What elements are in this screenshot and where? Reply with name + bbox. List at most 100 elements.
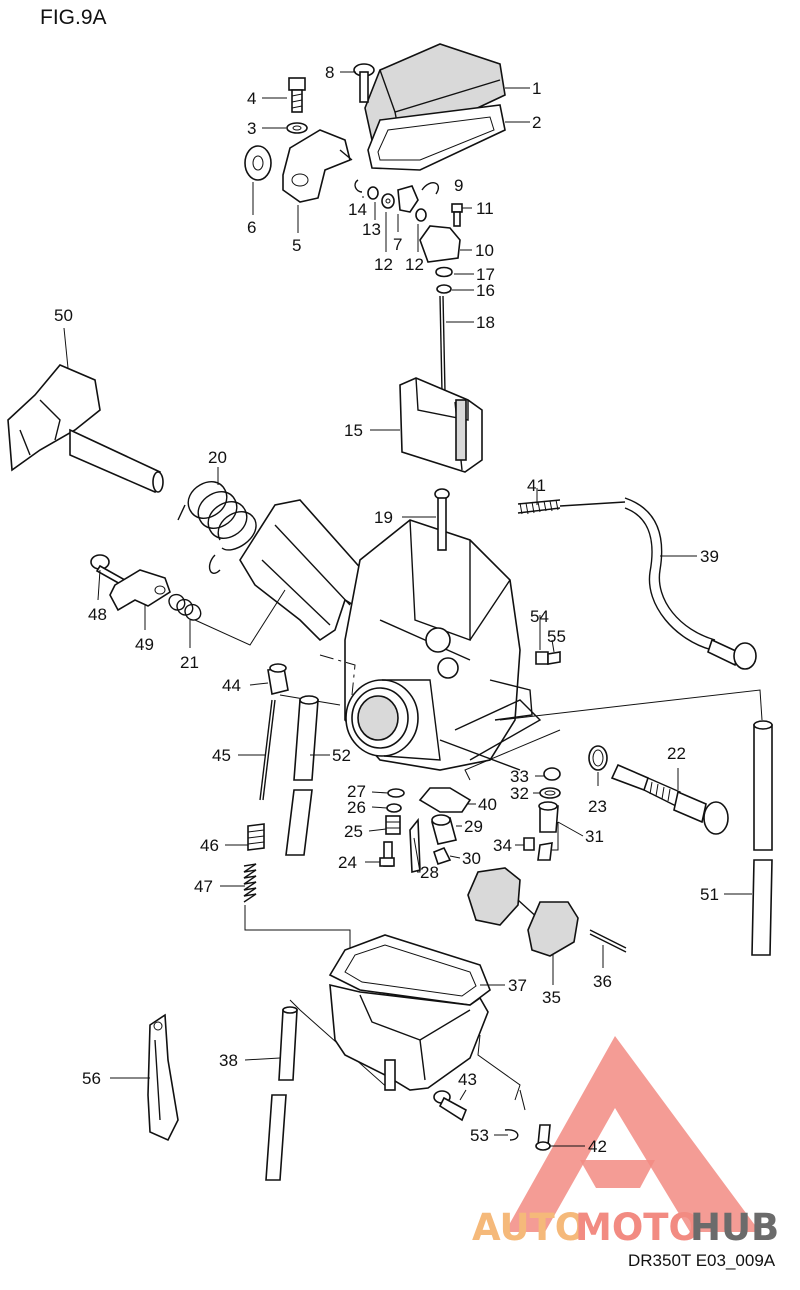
callout-26: 26 xyxy=(347,798,366,817)
lever-49 xyxy=(109,569,171,612)
needle-45 xyxy=(259,699,276,801)
callout-14: 14 xyxy=(348,200,367,219)
watermark-text: AUTO MOTO HUB xyxy=(472,1206,779,1249)
assembly-lines xyxy=(194,589,763,1111)
callout-54: 54 xyxy=(530,607,549,626)
callout-15: 15 xyxy=(344,421,363,440)
callout-23: 23 xyxy=(588,797,607,816)
bracket-56 xyxy=(147,1013,179,1142)
washer-6 xyxy=(244,145,272,181)
throttle-cable-39 xyxy=(559,497,757,670)
callout-2: 2 xyxy=(532,113,541,132)
clip-53 xyxy=(504,1129,519,1141)
callout-44: 44 xyxy=(222,676,241,695)
callout-43: 43 xyxy=(458,1070,477,1089)
jet-44 xyxy=(267,663,289,695)
watermark-triangle-icon xyxy=(505,1036,760,1232)
throttle-shaft-50 xyxy=(7,364,164,494)
callout-29: 29 xyxy=(464,817,483,836)
callout-33: 33 xyxy=(510,767,529,786)
callout-22: 22 xyxy=(667,744,686,763)
callout-51: 51 xyxy=(700,885,719,904)
callout-9: 9 xyxy=(454,176,463,195)
callout-56: 56 xyxy=(82,1069,101,1088)
carburetor-body xyxy=(344,519,542,771)
callout-36: 36 xyxy=(593,972,612,991)
callout-20: 20 xyxy=(208,448,227,467)
screw-42 xyxy=(535,1124,551,1151)
callout-24: 24 xyxy=(338,853,357,872)
callout-1: 1 xyxy=(532,79,541,98)
callout-40: 40 xyxy=(478,795,497,814)
callout-53: 53 xyxy=(470,1126,489,1145)
callout-41: 41 xyxy=(527,476,546,495)
bolt-4 xyxy=(288,77,306,113)
callout-5: 5 xyxy=(292,236,301,255)
callout-34: 34 xyxy=(493,836,512,855)
callout-47: 47 xyxy=(194,877,213,896)
callout-18: 18 xyxy=(476,313,495,332)
brand-auto: AUTO xyxy=(472,1206,586,1249)
callout-7: 7 xyxy=(393,235,402,254)
callout-21: 21 xyxy=(180,653,199,672)
callout-28: 28 xyxy=(420,863,439,882)
tube-52 xyxy=(285,695,319,856)
callout-10: 10 xyxy=(475,241,494,260)
throttle-lever-5 xyxy=(282,129,353,203)
callout-3: 3 xyxy=(247,119,256,138)
spring-41 xyxy=(517,499,561,515)
callout-8: 8 xyxy=(325,63,334,82)
screw-43 xyxy=(433,1090,468,1122)
callout-52: 52 xyxy=(332,746,351,765)
parts-29-30-40 xyxy=(418,787,472,866)
callout-39: 39 xyxy=(700,547,719,566)
small-hardware xyxy=(354,179,463,294)
screw-8 xyxy=(353,63,375,103)
watermark xyxy=(505,1036,760,1232)
spring-21 xyxy=(168,593,202,621)
callout-19: 19 xyxy=(374,508,393,527)
callout-37: 37 xyxy=(508,976,527,995)
drain-tube-51 xyxy=(751,720,773,956)
drawing-code: DR350T E03_009A xyxy=(628,1251,776,1270)
callout-13: 13 xyxy=(362,220,381,239)
callout-32: 32 xyxy=(510,784,529,803)
callout-50: 50 xyxy=(54,306,73,325)
callout-38: 38 xyxy=(219,1051,238,1070)
callout-35: 35 xyxy=(542,988,561,1007)
callout-55: 55 xyxy=(547,627,566,646)
callout-42: 42 xyxy=(588,1137,607,1156)
cable-bracket xyxy=(239,499,381,642)
callout-25: 25 xyxy=(344,822,363,841)
cap-35 xyxy=(467,867,579,957)
jets-24-27 xyxy=(379,788,405,867)
callout-12b: 12 xyxy=(405,255,424,274)
washer-3 xyxy=(286,122,308,134)
float-bowl xyxy=(329,983,489,1091)
spring-47 xyxy=(243,863,257,903)
o-ring-23 xyxy=(588,745,608,771)
jet-needle-18 xyxy=(439,295,446,393)
callout-48: 48 xyxy=(88,605,107,624)
callout-46: 46 xyxy=(200,836,219,855)
callout-30: 30 xyxy=(462,849,481,868)
leader-lines xyxy=(63,71,752,1147)
callout-17: 17 xyxy=(476,265,495,284)
brand-moto: MOTO xyxy=(575,1206,700,1249)
screw-19 xyxy=(434,488,450,551)
brand-hub: HUB xyxy=(690,1206,779,1249)
starter-plunger-22 xyxy=(610,763,729,835)
screws-54-55 xyxy=(535,651,561,665)
callout-11: 11 xyxy=(476,199,494,218)
callout-31: 31 xyxy=(585,827,604,846)
callout-27: 27 xyxy=(347,782,366,801)
spring-20 xyxy=(177,481,257,574)
callout-4: 4 xyxy=(247,89,256,108)
callout-45: 45 xyxy=(212,746,231,765)
screw-48 xyxy=(90,554,127,587)
cover-gasket xyxy=(367,104,506,171)
callout-labels: 1 2 3 4 5 6 7 8 9 10 11 12 12 13 14 15 1… xyxy=(54,63,719,1156)
figure-title: FIG.9A xyxy=(40,6,107,29)
float-bowl-gasket-37 xyxy=(328,934,491,1006)
